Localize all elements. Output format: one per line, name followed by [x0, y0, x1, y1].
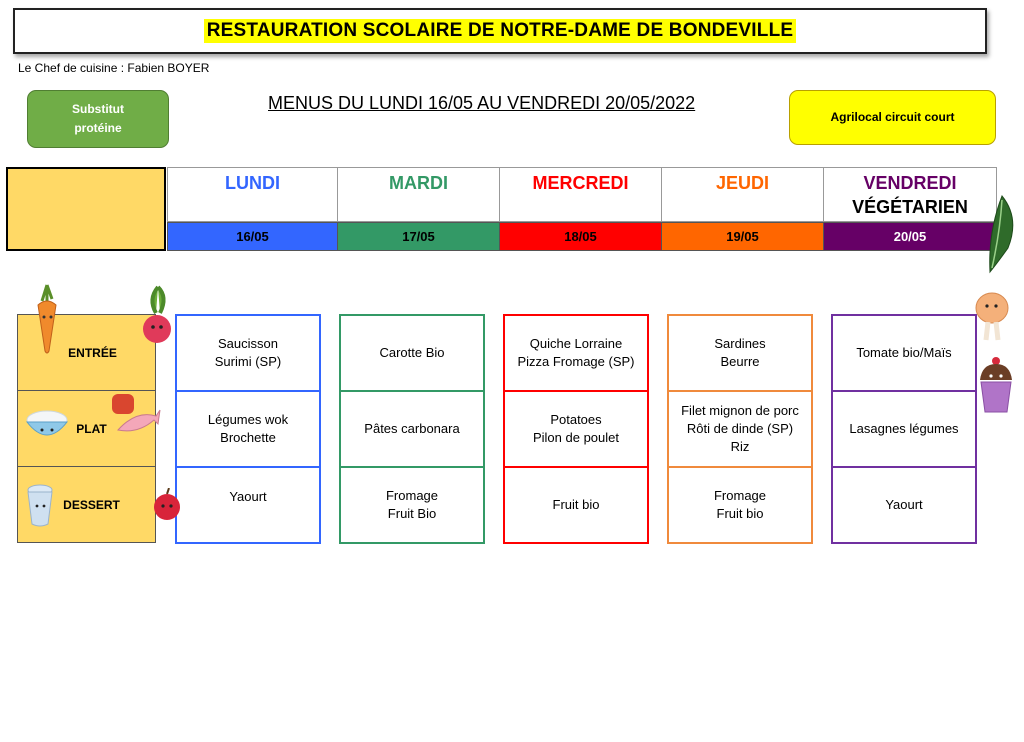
meal-cell-mardi-dessert: Fromage Fruit Bio — [339, 466, 485, 544]
date-lundi: 16/05 — [167, 222, 338, 251]
legend-substitute-protein: Substitut protéine — [27, 90, 169, 148]
meal-text: Yaourt — [885, 497, 923, 512]
day-header-jeudi: JEUDI — [661, 167, 824, 222]
yogurt-icon — [27, 484, 53, 527]
day-header-vendredi: VENDREDI VÉGÉTARIEN — [823, 167, 997, 222]
day-name: JEUDI — [715, 173, 769, 193]
day-name: LUNDI — [225, 173, 280, 193]
meal-text: Saucisson Surimi (SP) — [214, 336, 282, 369]
meal-cell-mercredi-plat: Potatoes Pilon de poulet — [503, 390, 649, 468]
meal-text: Fromage Fruit Bio — [385, 488, 439, 521]
meal-text: Légumes wok Brochette — [207, 412, 289, 445]
category-label: ENTRÉE — [68, 345, 117, 360]
page-title: RESTAURATION SCOLAIRE DE NOTRE-DAME DE B… — [203, 19, 797, 43]
meal-text: Potatoes Pilon de poulet — [532, 412, 619, 445]
meal-text: Pâtes carbonara — [364, 421, 460, 436]
meal-cell-mardi-plat: Pâtes carbonara — [339, 390, 485, 468]
date-vendredi: 20/05 — [823, 222, 997, 251]
day-header-mardi: MARDI — [337, 167, 500, 222]
date-jeudi: 19/05 — [661, 222, 824, 251]
meal-text: Yaourt — [229, 489, 267, 504]
title-banner: RESTAURATION SCOLAIRE DE NOTRE-DAME DE B… — [13, 8, 987, 54]
leaf-icon — [989, 195, 1014, 274]
legend-agrilocal: Agrilocal circuit court — [789, 90, 996, 145]
date-mercredi: 18/05 — [499, 222, 662, 251]
meal-cell-jeudi-entree: Sardines Beurre — [667, 314, 813, 392]
chef-name: Le Chef de cuisine : Fabien BOYER — [18, 61, 210, 75]
legend-substitute-label: Substitut protéine — [72, 102, 124, 135]
header-corner-cell — [6, 167, 166, 251]
chicken-leg-icon — [975, 292, 1009, 341]
meal-cell-mercredi-dessert: Fruit bio — [503, 466, 649, 544]
menu-period-subtitle: MENUS DU LUNDI 16/05 AU VENDREDI 20/05/2… — [268, 93, 696, 113]
day-header-mercredi: MERCREDI — [499, 167, 662, 222]
meat-fish-icon — [112, 394, 161, 432]
meal-text: Lasagnes légumes — [849, 421, 959, 436]
meal-cell-jeudi-dessert: Fromage Fruit bio — [667, 466, 813, 544]
day-header-lundi: LUNDI — [167, 167, 338, 222]
rice-bowl-icon — [25, 410, 69, 436]
meal-text: Tomate bio/Maïs — [856, 345, 952, 360]
carrot-icon — [37, 284, 57, 354]
meal-text: Sardines Beurre — [714, 336, 766, 369]
apple-icon — [154, 488, 180, 520]
meal-cell-lundi-plat: Légumes wok Brochette — [175, 390, 321, 468]
meal-cell-jeudi-plat: Filet mignon de porc Rôti de dinde (SP) … — [667, 390, 813, 468]
category-label: DESSERT — [63, 497, 120, 512]
meal-cell-mardi-entree: Carotte Bio — [339, 314, 485, 392]
meal-text: Carotte Bio — [379, 345, 445, 360]
meal-cell-vendredi-dessert: Yaourt — [831, 466, 977, 544]
meal-cell-lundi-entree: Saucisson Surimi (SP) — [175, 314, 321, 392]
meal-text: Fromage Fruit bio — [713, 488, 767, 521]
meal-text: Filet mignon de porc Rôti de dinde (SP) … — [681, 403, 799, 454]
meal-text: Quiche Lorraine Pizza Fromage (SP) — [517, 336, 635, 369]
day-name: MARDI — [389, 173, 448, 193]
vegetarian-label: VÉGÉTARIEN — [852, 197, 968, 217]
day-name: MERCREDI — [532, 173, 629, 193]
category-label: PLAT — [76, 421, 107, 436]
meal-cell-vendredi-entree: Tomate bio/Maïs — [831, 314, 977, 392]
cupcake-icon — [980, 357, 1012, 413]
radish-icon — [143, 285, 171, 343]
meal-cell-vendredi-plat: Lasagnes légumes — [831, 390, 977, 468]
category-entree: ENTRÉE — [17, 314, 156, 391]
meal-text: Fruit bio — [552, 497, 600, 512]
meal-cell-mercredi-entree: Quiche Lorraine Pizza Fromage (SP) — [503, 314, 649, 392]
date-mardi: 17/05 — [337, 222, 500, 251]
day-name: VENDREDI — [863, 173, 957, 193]
meal-cell-lundi-dessert: Yaourt — [175, 466, 321, 544]
legend-agrilocal-label: Agrilocal circuit court — [830, 110, 955, 124]
